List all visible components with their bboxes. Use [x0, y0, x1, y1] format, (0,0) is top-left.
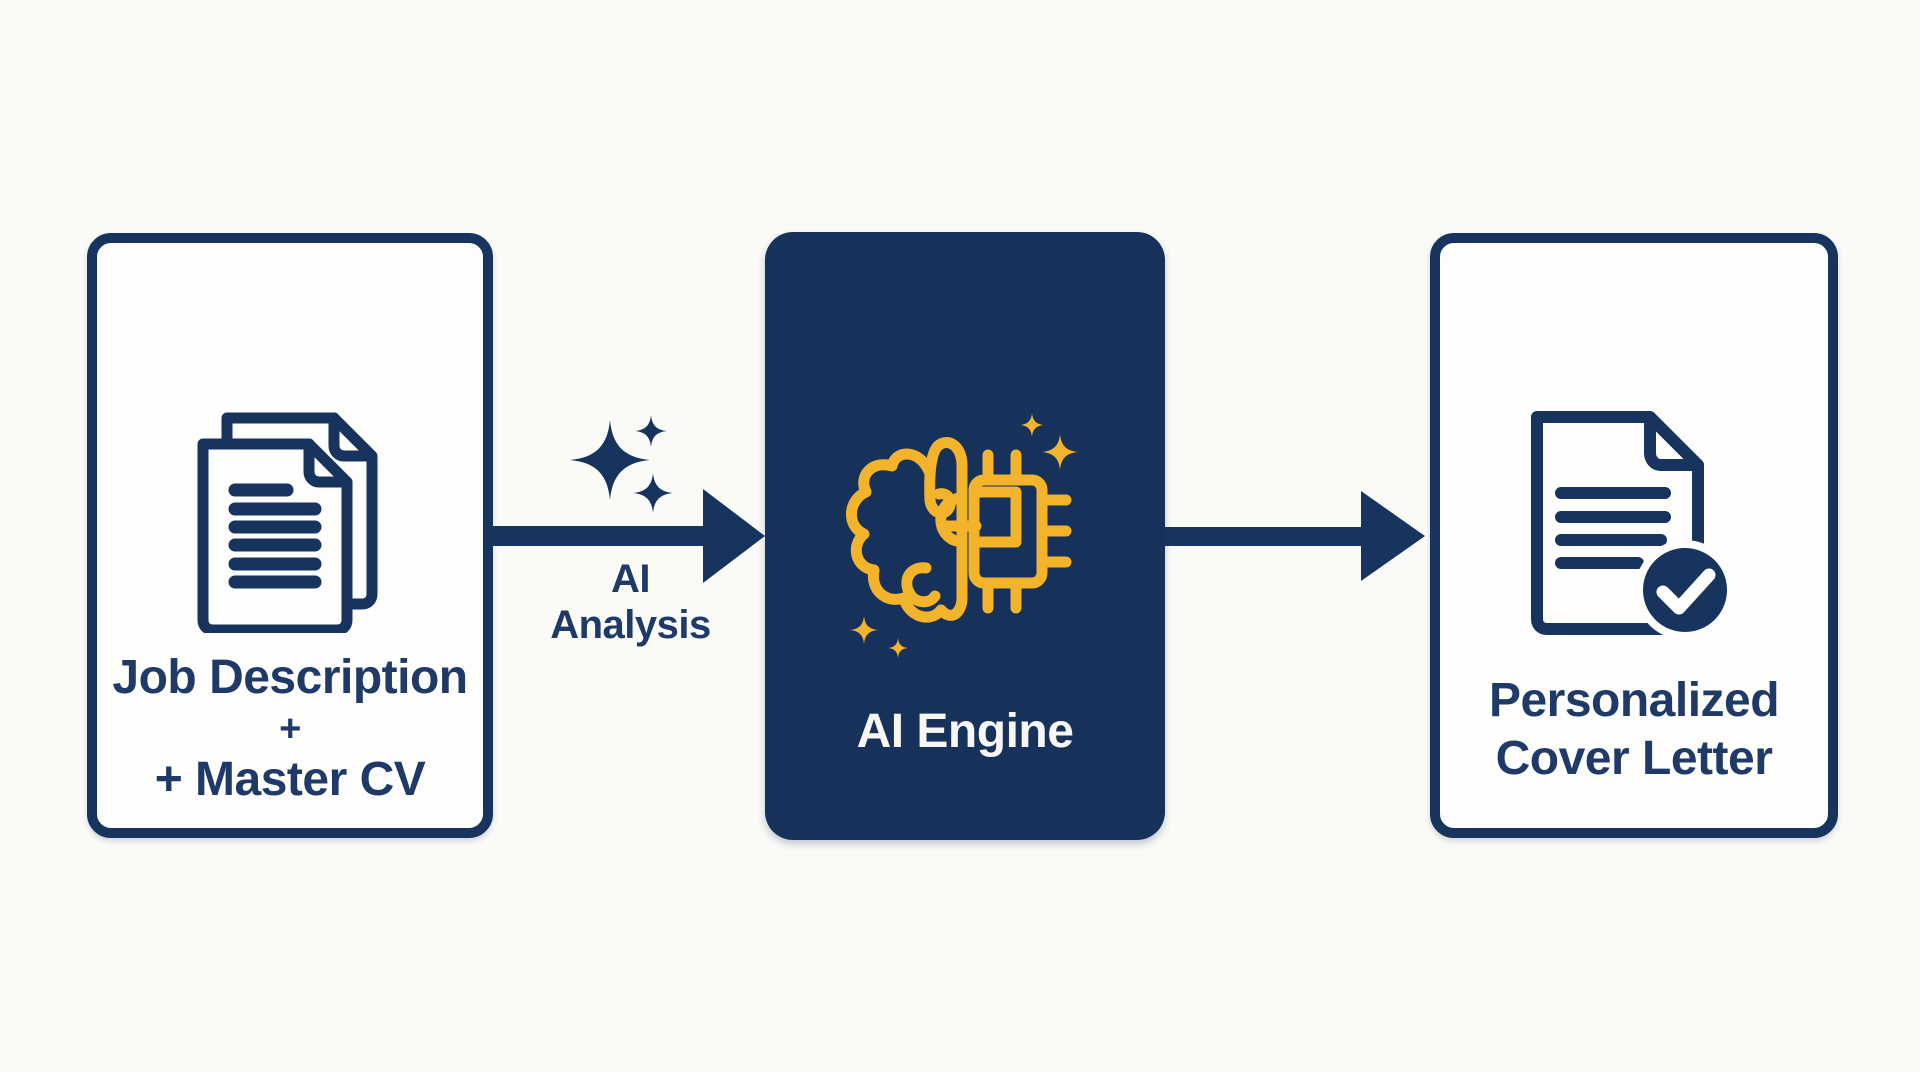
analysis-label-line1: AI: [611, 557, 651, 601]
node-output-label: Personalized Cover Letter: [1430, 672, 1838, 788]
inputs-label-line3: + Master CV: [154, 753, 426, 806]
output-label-line2: Cover Letter: [1495, 732, 1773, 785]
document-check-icon: [1531, 411, 1735, 640]
connector-analysis-label: AI Analysis: [493, 556, 768, 648]
arrow-right-icon: [493, 489, 765, 583]
arrow-right-icon: [1165, 491, 1425, 581]
brain-chip-icon: [846, 413, 1078, 658]
inputs-label-line2: +: [279, 708, 301, 750]
output-label-line1: Personalized: [1488, 674, 1780, 727]
node-engine-label: AI Engine: [856, 705, 1074, 758]
documents-icon: [197, 412, 378, 633]
node-inputs-label: Job Description + + Master CV: [87, 650, 493, 808]
inputs-label-line1: Job Description: [112, 651, 468, 704]
analysis-label-line2: Analysis: [550, 603, 711, 647]
